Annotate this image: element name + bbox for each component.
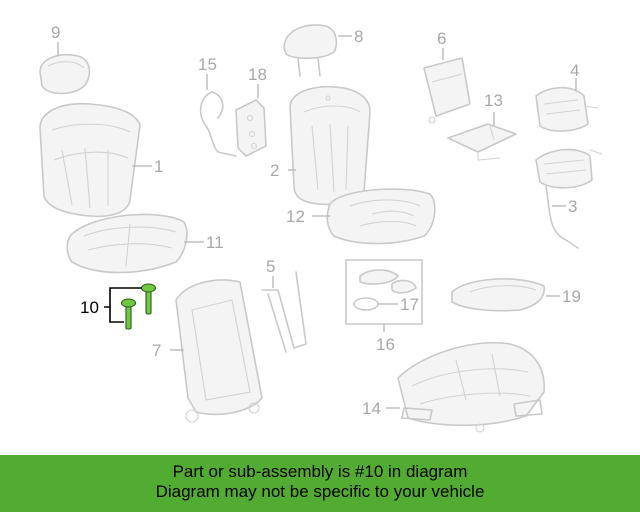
part-18-bracket [235,84,267,157]
callout-18: 18 [248,65,267,84]
part-4-lumbar [535,78,599,132]
part-14-seat-track [386,342,545,433]
callout-9: 9 [51,23,60,42]
callout-4: 4 [570,61,579,80]
info-banner: Part or sub-assembly is #10 in diagram D… [0,455,640,512]
part-1-seatback-cover [39,102,152,218]
callout-15: 15 [198,55,217,74]
part-11-cushion-cover [66,213,204,274]
part-2-seatback-pad [288,86,371,206]
callout-16: 16 [376,335,395,354]
callout-19: 19 [562,287,581,306]
callout-10: 10 [80,298,99,317]
callout-6: 6 [437,29,446,48]
callout-12: 12 [286,207,305,226]
callout-13: 13 [484,91,503,110]
part-5-rod [261,271,307,353]
callout-17: 17 [400,295,419,314]
part-6-panel [423,48,471,124]
callout-8: 8 [354,27,363,46]
part-12-cushion-pad [312,188,436,245]
part-7-seatback-frame [170,279,263,423]
callout-7: 7 [152,341,161,360]
callout-11: 11 [206,233,224,252]
part-10-bolts [104,283,157,330]
callout-14: 14 [362,399,381,418]
banner-line-disclaimer: Diagram may not be specific to your vehi… [155,482,485,501]
seat-parts-diagram: 9 1 11 10 15 [39,23,603,433]
part-9-headrest [39,42,91,95]
part-3-heater [535,148,603,249]
callout-3: 3 [568,197,577,216]
part-16-kit [345,259,423,332]
callout-1: 1 [154,157,163,176]
callout-2: 2 [270,161,279,180]
part-15-wire-harness [199,74,237,157]
part-19-pad [451,278,560,312]
part-8-headrest [283,24,352,77]
part-13-mat [447,112,517,161]
banner-line-part: Part or sub-assembly is #10 in diagram [172,462,468,481]
callout-5: 5 [266,257,275,276]
